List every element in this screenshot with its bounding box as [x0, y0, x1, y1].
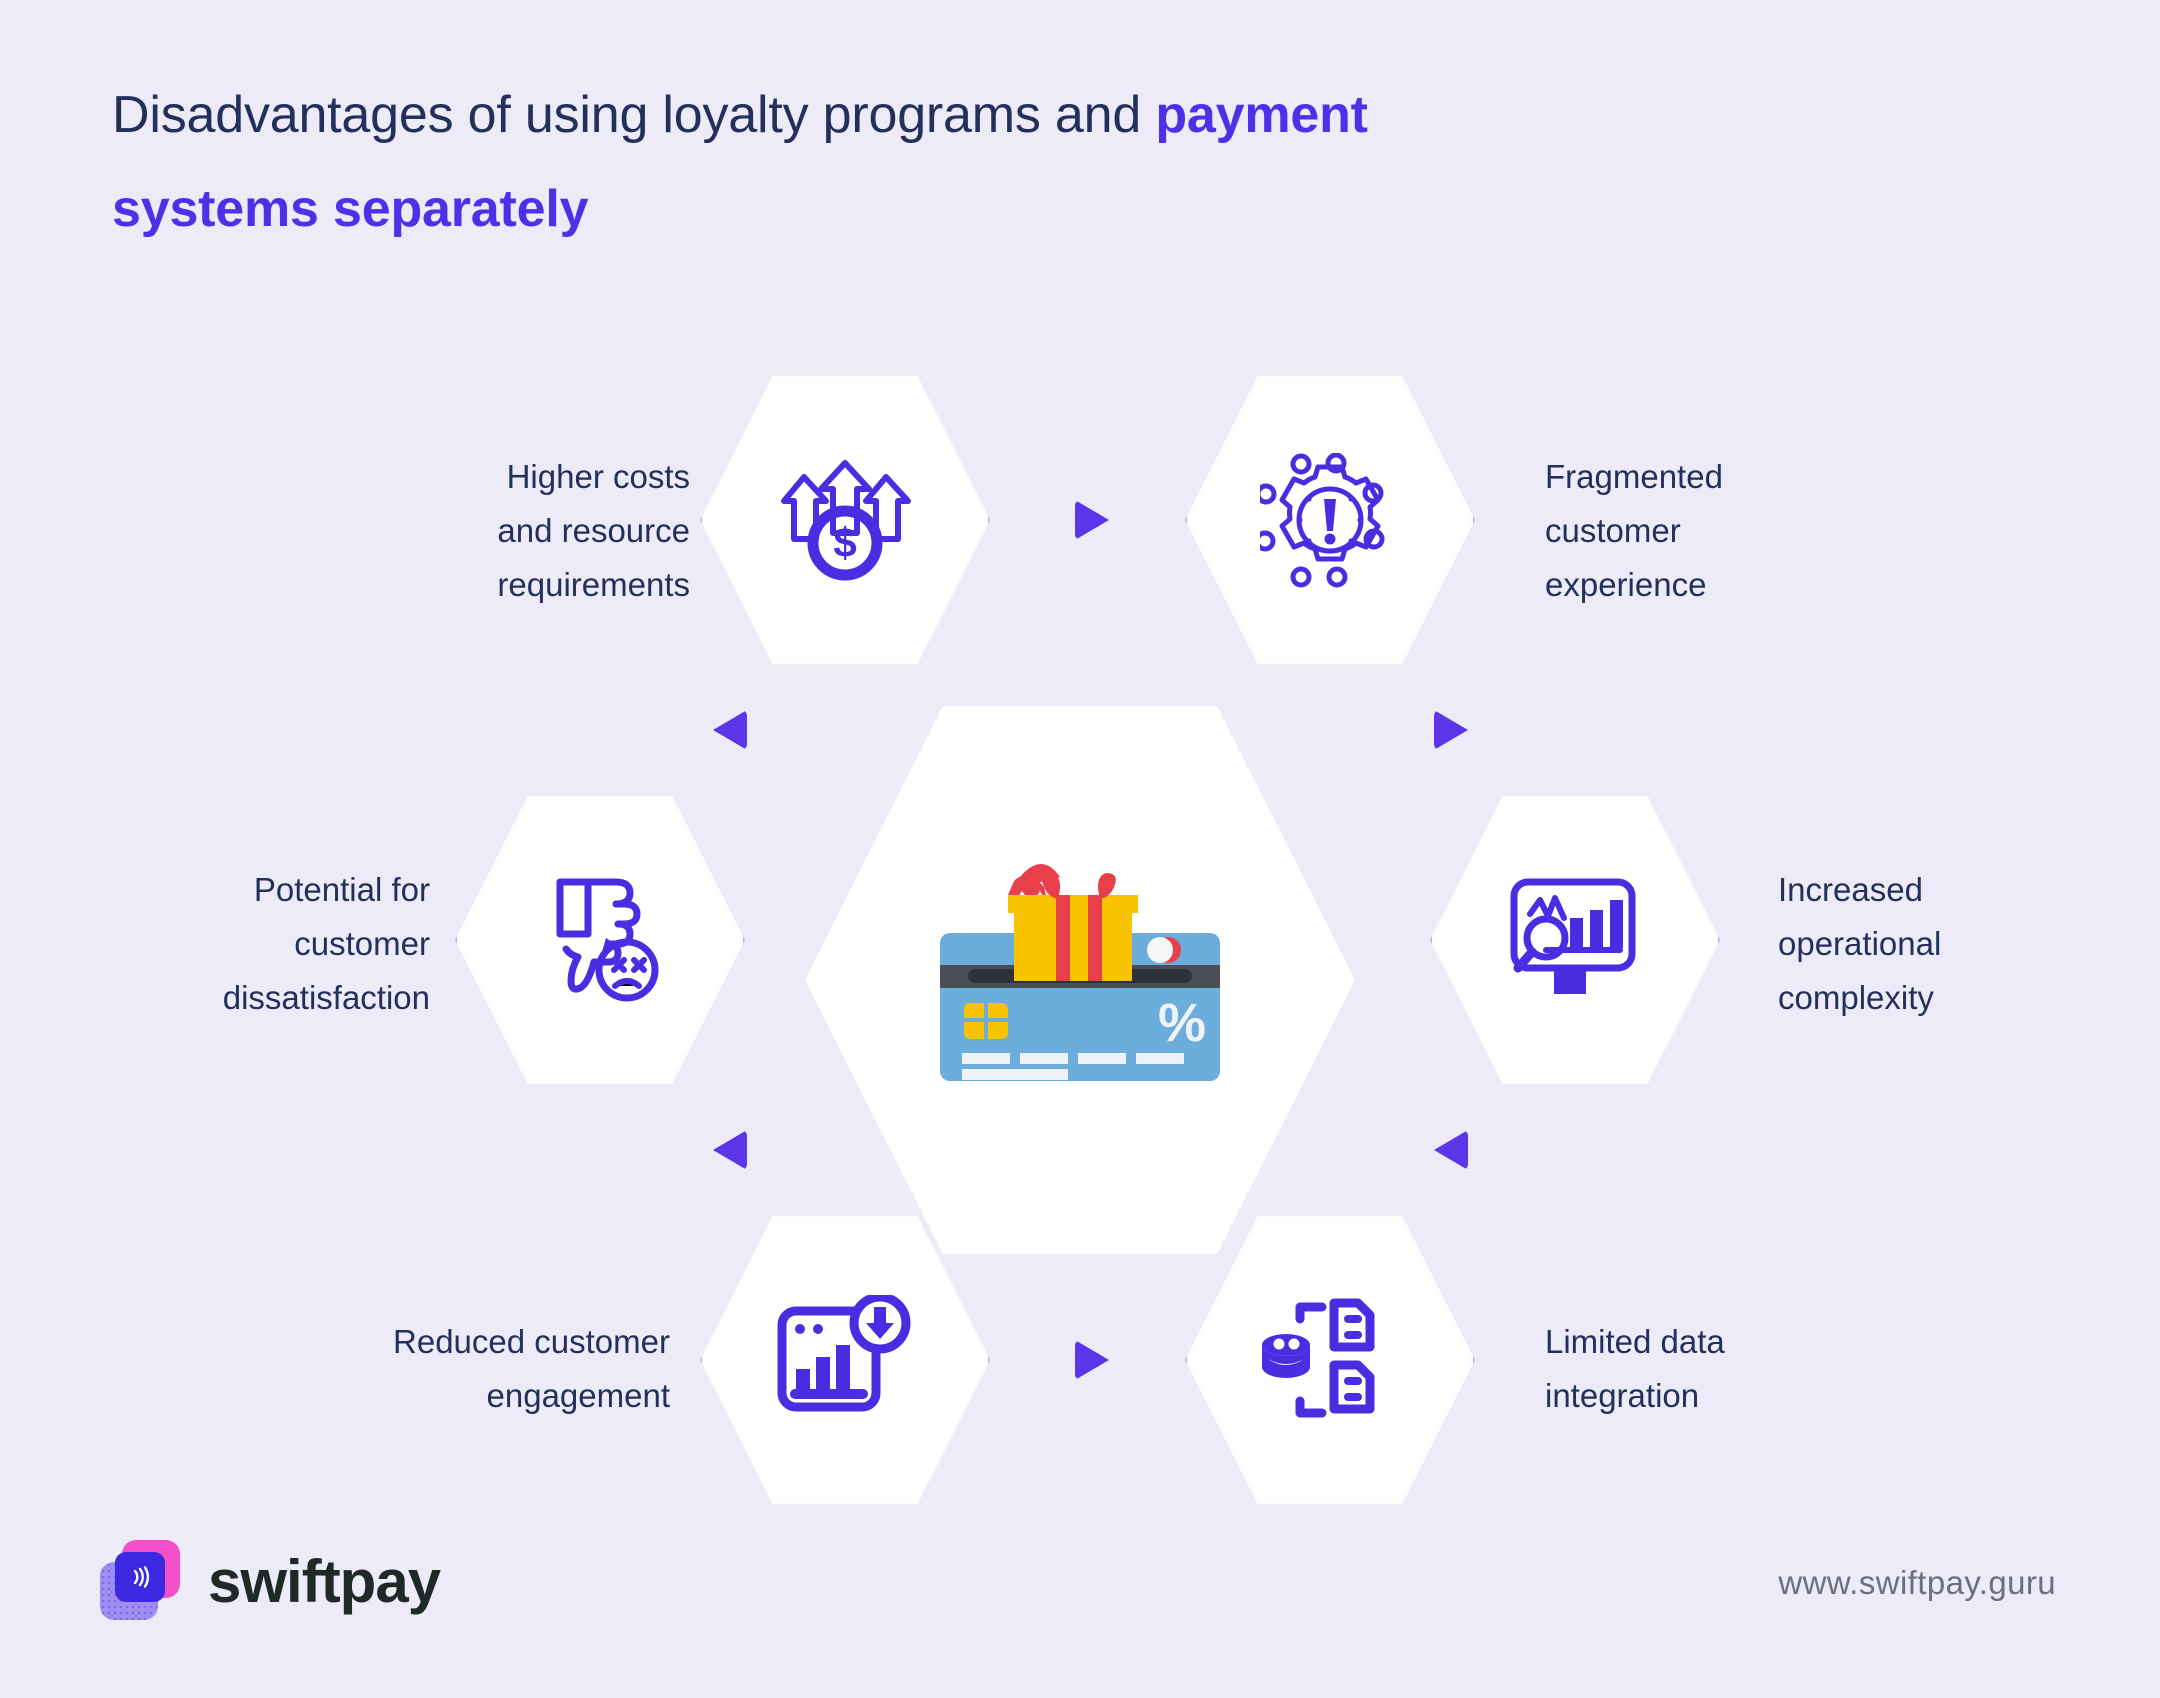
svg-text:$: $ — [833, 519, 856, 566]
label-line: Higher costs — [506, 458, 690, 495]
hexagon-higher-costs[interactable]: $ — [700, 370, 990, 670]
label-line: integration — [1545, 1377, 1700, 1414]
logo-blue-square — [115, 1552, 165, 1602]
page-title: Disadvantages of using loyalty programs … — [112, 68, 1712, 256]
label-line: engagement — [486, 1377, 670, 1414]
hexagon-diagram: % — [0, 330, 2160, 1504]
connector-lower-left-arrow — [713, 1130, 747, 1170]
contactless-payment-icon — [133, 1566, 150, 1588]
title-accent-payment: payment — [1155, 86, 1368, 144]
rising-arrows-dollar-icon: $ — [781, 460, 911, 581]
label-line: experience — [1545, 566, 1707, 603]
hexagon-reduced-engagement[interactable] — [700, 1210, 990, 1510]
label-line: Reduced customer — [393, 1323, 670, 1360]
label-line: Limited data — [1545, 1323, 1725, 1360]
hexagon-shape — [1185, 1216, 1475, 1504]
title-plain-text: Disadvantages of using loyalty programs … — [112, 86, 1156, 144]
center-hexagon-gift-card[interactable]: % — [805, 695, 1355, 1265]
svg-text:%: % — [1158, 993, 1206, 1053]
label-fragmented-experience: Fragmented customer experience — [1545, 450, 1965, 612]
title-accent-systems-separately: systems separately — [112, 180, 589, 238]
label-limited-integration: Limited data integration — [1545, 1315, 1925, 1423]
brand-name: swiftpay — [208, 1547, 441, 1615]
label-line: requirements — [497, 566, 690, 603]
label-reduced-engagement: Reduced customer engagement — [250, 1315, 670, 1423]
hexagon-customer-dissatisfaction[interactable] — [455, 790, 745, 1090]
gear-alert-icon — [1260, 452, 1385, 587]
footer: swiftpay www.swiftpay.guru — [0, 1520, 2160, 1698]
hexagon-operational-complexity[interactable] — [1430, 790, 1720, 1090]
label-line: customer — [1545, 512, 1681, 549]
label-line: operational — [1778, 925, 1942, 962]
label-customer-dissatisfaction: Potential for customer dissatisfaction — [120, 863, 430, 1025]
label-operational-complexity: Increased operational complexity — [1778, 863, 2108, 1025]
thumbs-down-sad-face-icon — [556, 878, 659, 1002]
swiftpay-logo-mark — [100, 1540, 182, 1622]
label-line: customer — [294, 925, 430, 962]
connector-lower-right-arrow — [1434, 1130, 1468, 1170]
brand-logo[interactable]: swiftpay — [100, 1540, 441, 1622]
label-line: and resource — [497, 512, 690, 549]
site-url: www.swiftpay.guru — [1778, 1564, 2056, 1601]
label-line: Potential for — [253, 871, 430, 908]
gift-card-icon: % — [940, 864, 1220, 1081]
label-line: Increased — [1778, 871, 1923, 908]
connector-upper-left-arrow — [713, 710, 747, 750]
hexagon-limited-integration[interactable] — [1185, 1210, 1475, 1510]
analytics-magnifier-icon — [1510, 878, 1636, 994]
connector-upper-right-arrow — [1434, 710, 1468, 750]
label-line: Fragmented — [1545, 458, 1723, 495]
connector-top-arrow — [1075, 500, 1109, 540]
database-documents-icon — [1262, 1298, 1375, 1418]
connector-bottom-arrow — [1075, 1340, 1109, 1380]
label-line: dissatisfaction — [222, 979, 430, 1016]
hexagon-fragmented-experience[interactable] — [1185, 370, 1475, 670]
label-higher-costs: Higher costs and resource requirements — [320, 450, 690, 612]
label-line: complexity — [1778, 979, 1934, 1016]
declining-chart-download-icon — [777, 1295, 911, 1412]
